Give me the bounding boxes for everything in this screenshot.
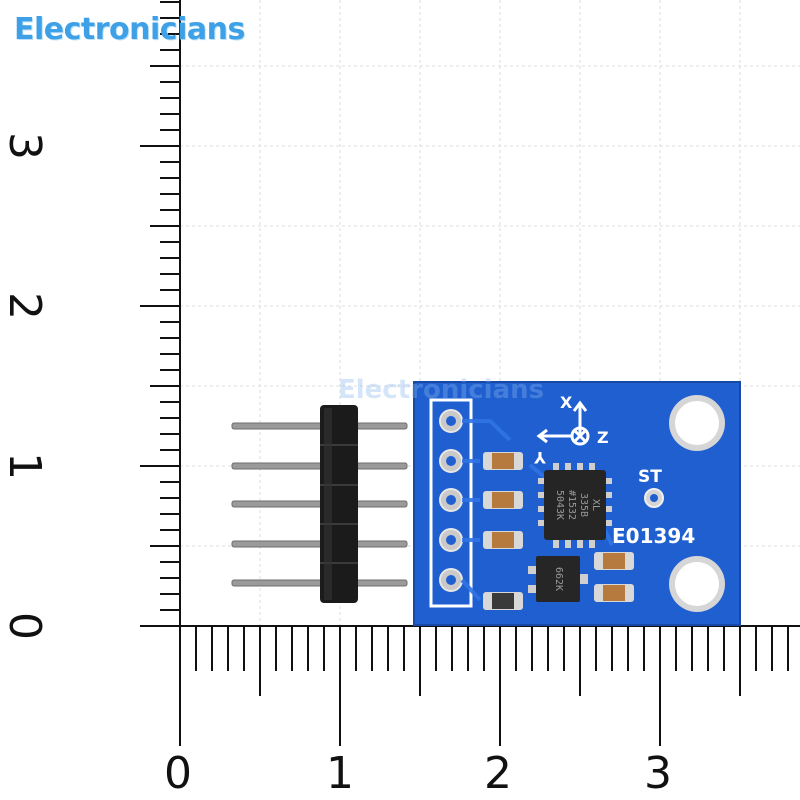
self-test-label: ST xyxy=(638,467,662,487)
y-axis-label-1: 1 xyxy=(0,452,50,480)
pin-header xyxy=(231,405,408,603)
axis-label-z: Z xyxy=(597,428,609,447)
horizontal-ruler xyxy=(179,625,800,746)
regulator-chip: 662K xyxy=(528,556,588,602)
chip-marking-line-2: 335B xyxy=(578,493,589,517)
axis-indicator xyxy=(536,400,590,446)
y-axis-label-3: 3 xyxy=(0,132,50,160)
mounting-holes xyxy=(669,395,725,612)
chip-marking-line-3: #1532 xyxy=(566,490,577,520)
pin-pads xyxy=(439,409,463,592)
x-axis-label-3: 3 xyxy=(644,748,672,799)
axis-label-y: Y xyxy=(534,448,547,467)
vertical-ruler xyxy=(140,0,181,627)
part-number: E01394 xyxy=(612,524,695,548)
y-axis-label-0: 0 xyxy=(0,612,50,640)
x-axis-label-0: 0 xyxy=(164,748,192,799)
brand-watermark: Electronicians xyxy=(14,12,245,47)
axis-label-x: X xyxy=(560,393,573,412)
accelerometer-board: Electronicians xyxy=(338,375,741,626)
accelerometer-chip: XL 335B #1532 5043K xyxy=(538,463,612,548)
regulator-marking: 662K xyxy=(553,567,564,591)
y-axis-label-2: 2 xyxy=(0,292,50,320)
x-axis-label-1: 1 xyxy=(326,748,354,799)
chip-marking-line-1: XL xyxy=(590,499,601,511)
pin-outline xyxy=(429,398,473,608)
x-axis-label-2: 2 xyxy=(484,748,512,799)
smd-components xyxy=(483,452,634,610)
chip-marking-line-4: 5043K xyxy=(554,490,565,520)
